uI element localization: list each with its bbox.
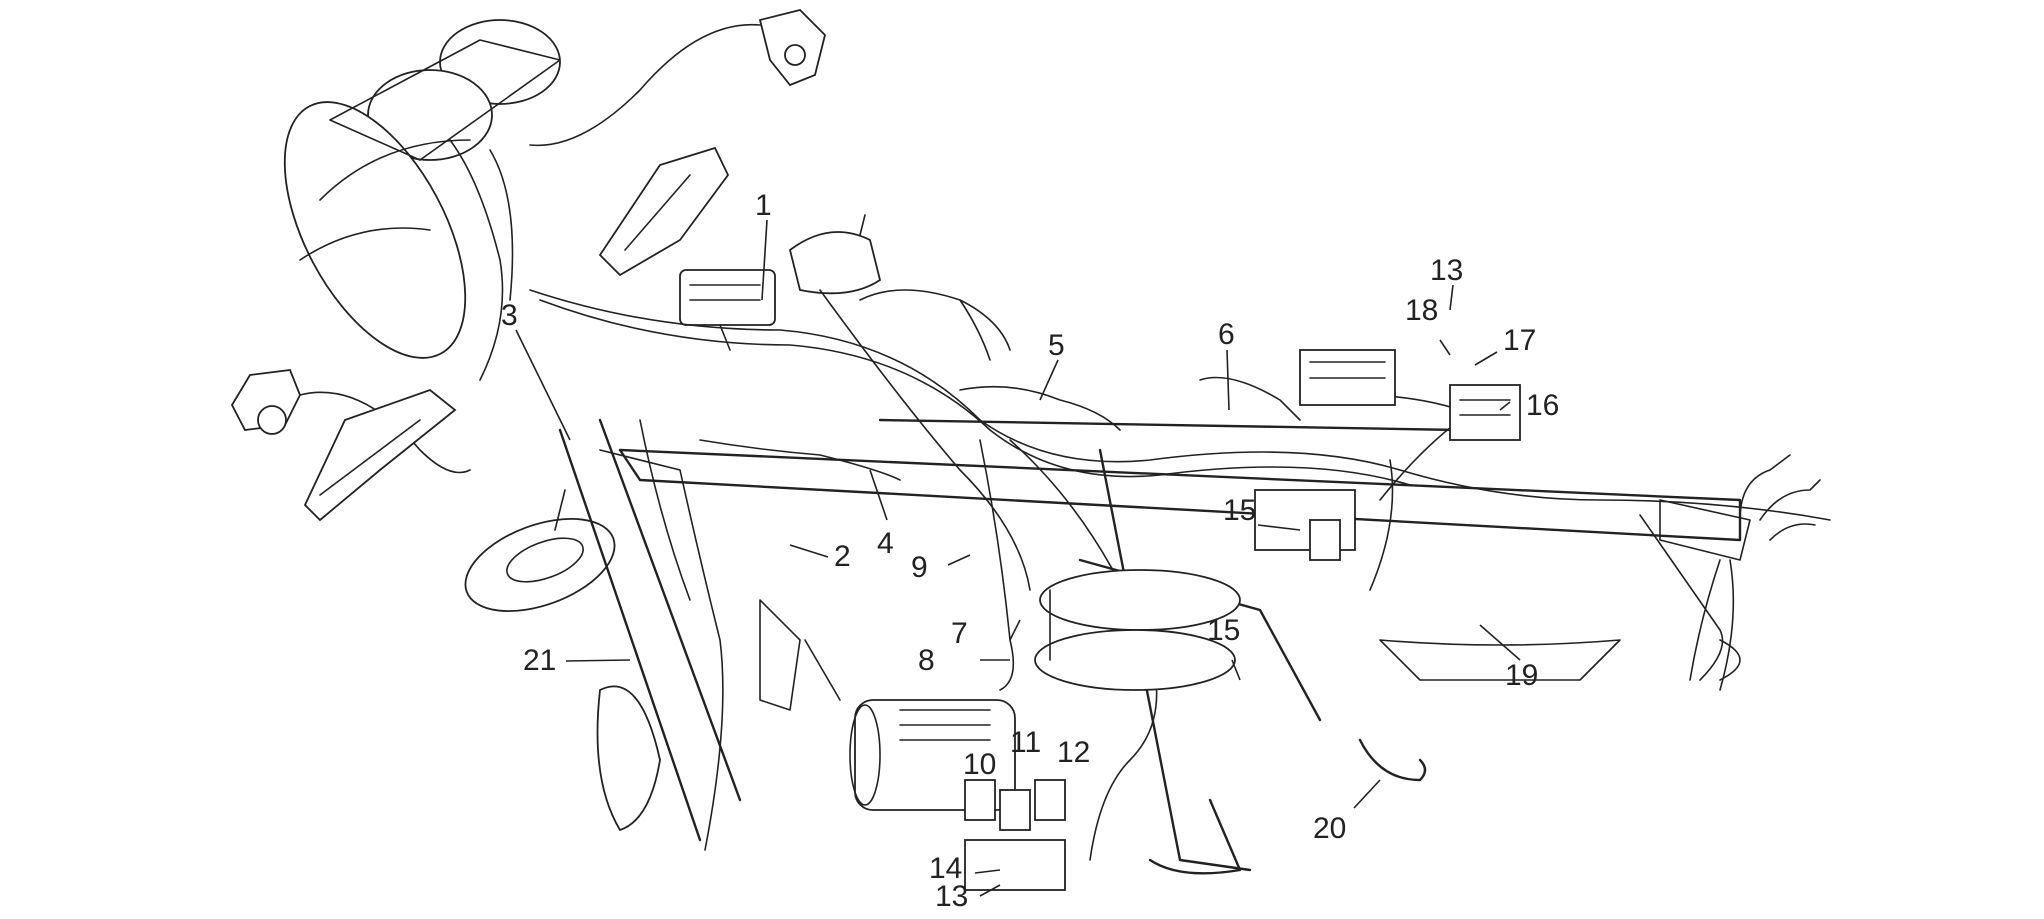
callout-21: 21 <box>523 644 556 677</box>
callout-15-lower: 15 <box>1207 614 1240 647</box>
voltage-regulator <box>1299 349 1396 406</box>
callout-3: 3 <box>501 299 518 332</box>
right-handlebar-switch <box>529 9 826 147</box>
fuse-box <box>1449 384 1521 441</box>
callout-11: 11 <box>1010 726 1041 759</box>
callout-5: 5 <box>1048 329 1065 362</box>
left-handlebar-grip <box>303 388 457 522</box>
callout-17: 17 <box>1503 324 1536 357</box>
callout-labels: 1 2 3 4 5 6 7 8 9 10 11 12 13 13 14 15 1… <box>501 189 1559 913</box>
callout-19: 19 <box>1505 659 1538 692</box>
callout-10: 10 <box>963 748 996 781</box>
leader-lines <box>515 219 1521 897</box>
front-fork <box>558 418 841 842</box>
cable-clamp <box>1358 738 1427 782</box>
callout-14: 14 <box>929 852 962 885</box>
callout-18: 18 <box>1405 294 1438 327</box>
main-frame <box>618 418 1751 875</box>
callout-12: 12 <box>1057 736 1090 769</box>
callout-13-top: 13 <box>1430 254 1463 287</box>
callout-13-bottom: 13 <box>935 880 968 913</box>
callout-15-upper: 15 <box>1223 494 1256 527</box>
callout-4: 4 <box>877 527 894 560</box>
callout-2: 2 <box>834 540 851 573</box>
relay-cluster <box>964 779 1066 891</box>
right-handlebar-grip <box>598 146 730 277</box>
callout-7: 7 <box>951 617 968 650</box>
ignition-switch <box>679 269 776 351</box>
callout-6: 6 <box>1218 318 1235 351</box>
callout-9: 9 <box>911 551 928 584</box>
horn-left <box>464 489 616 612</box>
callout-1: 1 <box>755 189 772 222</box>
horn-right <box>788 214 882 295</box>
callout-16: 16 <box>1526 389 1559 422</box>
callout-20: 20 <box>1313 812 1346 845</box>
ignition-coils <box>1034 569 1241 691</box>
callout-8: 8 <box>918 644 935 677</box>
wiring-harness <box>449 139 1831 861</box>
fuse-relay-block-upper <box>1254 489 1356 561</box>
instrument-cluster <box>283 19 561 359</box>
